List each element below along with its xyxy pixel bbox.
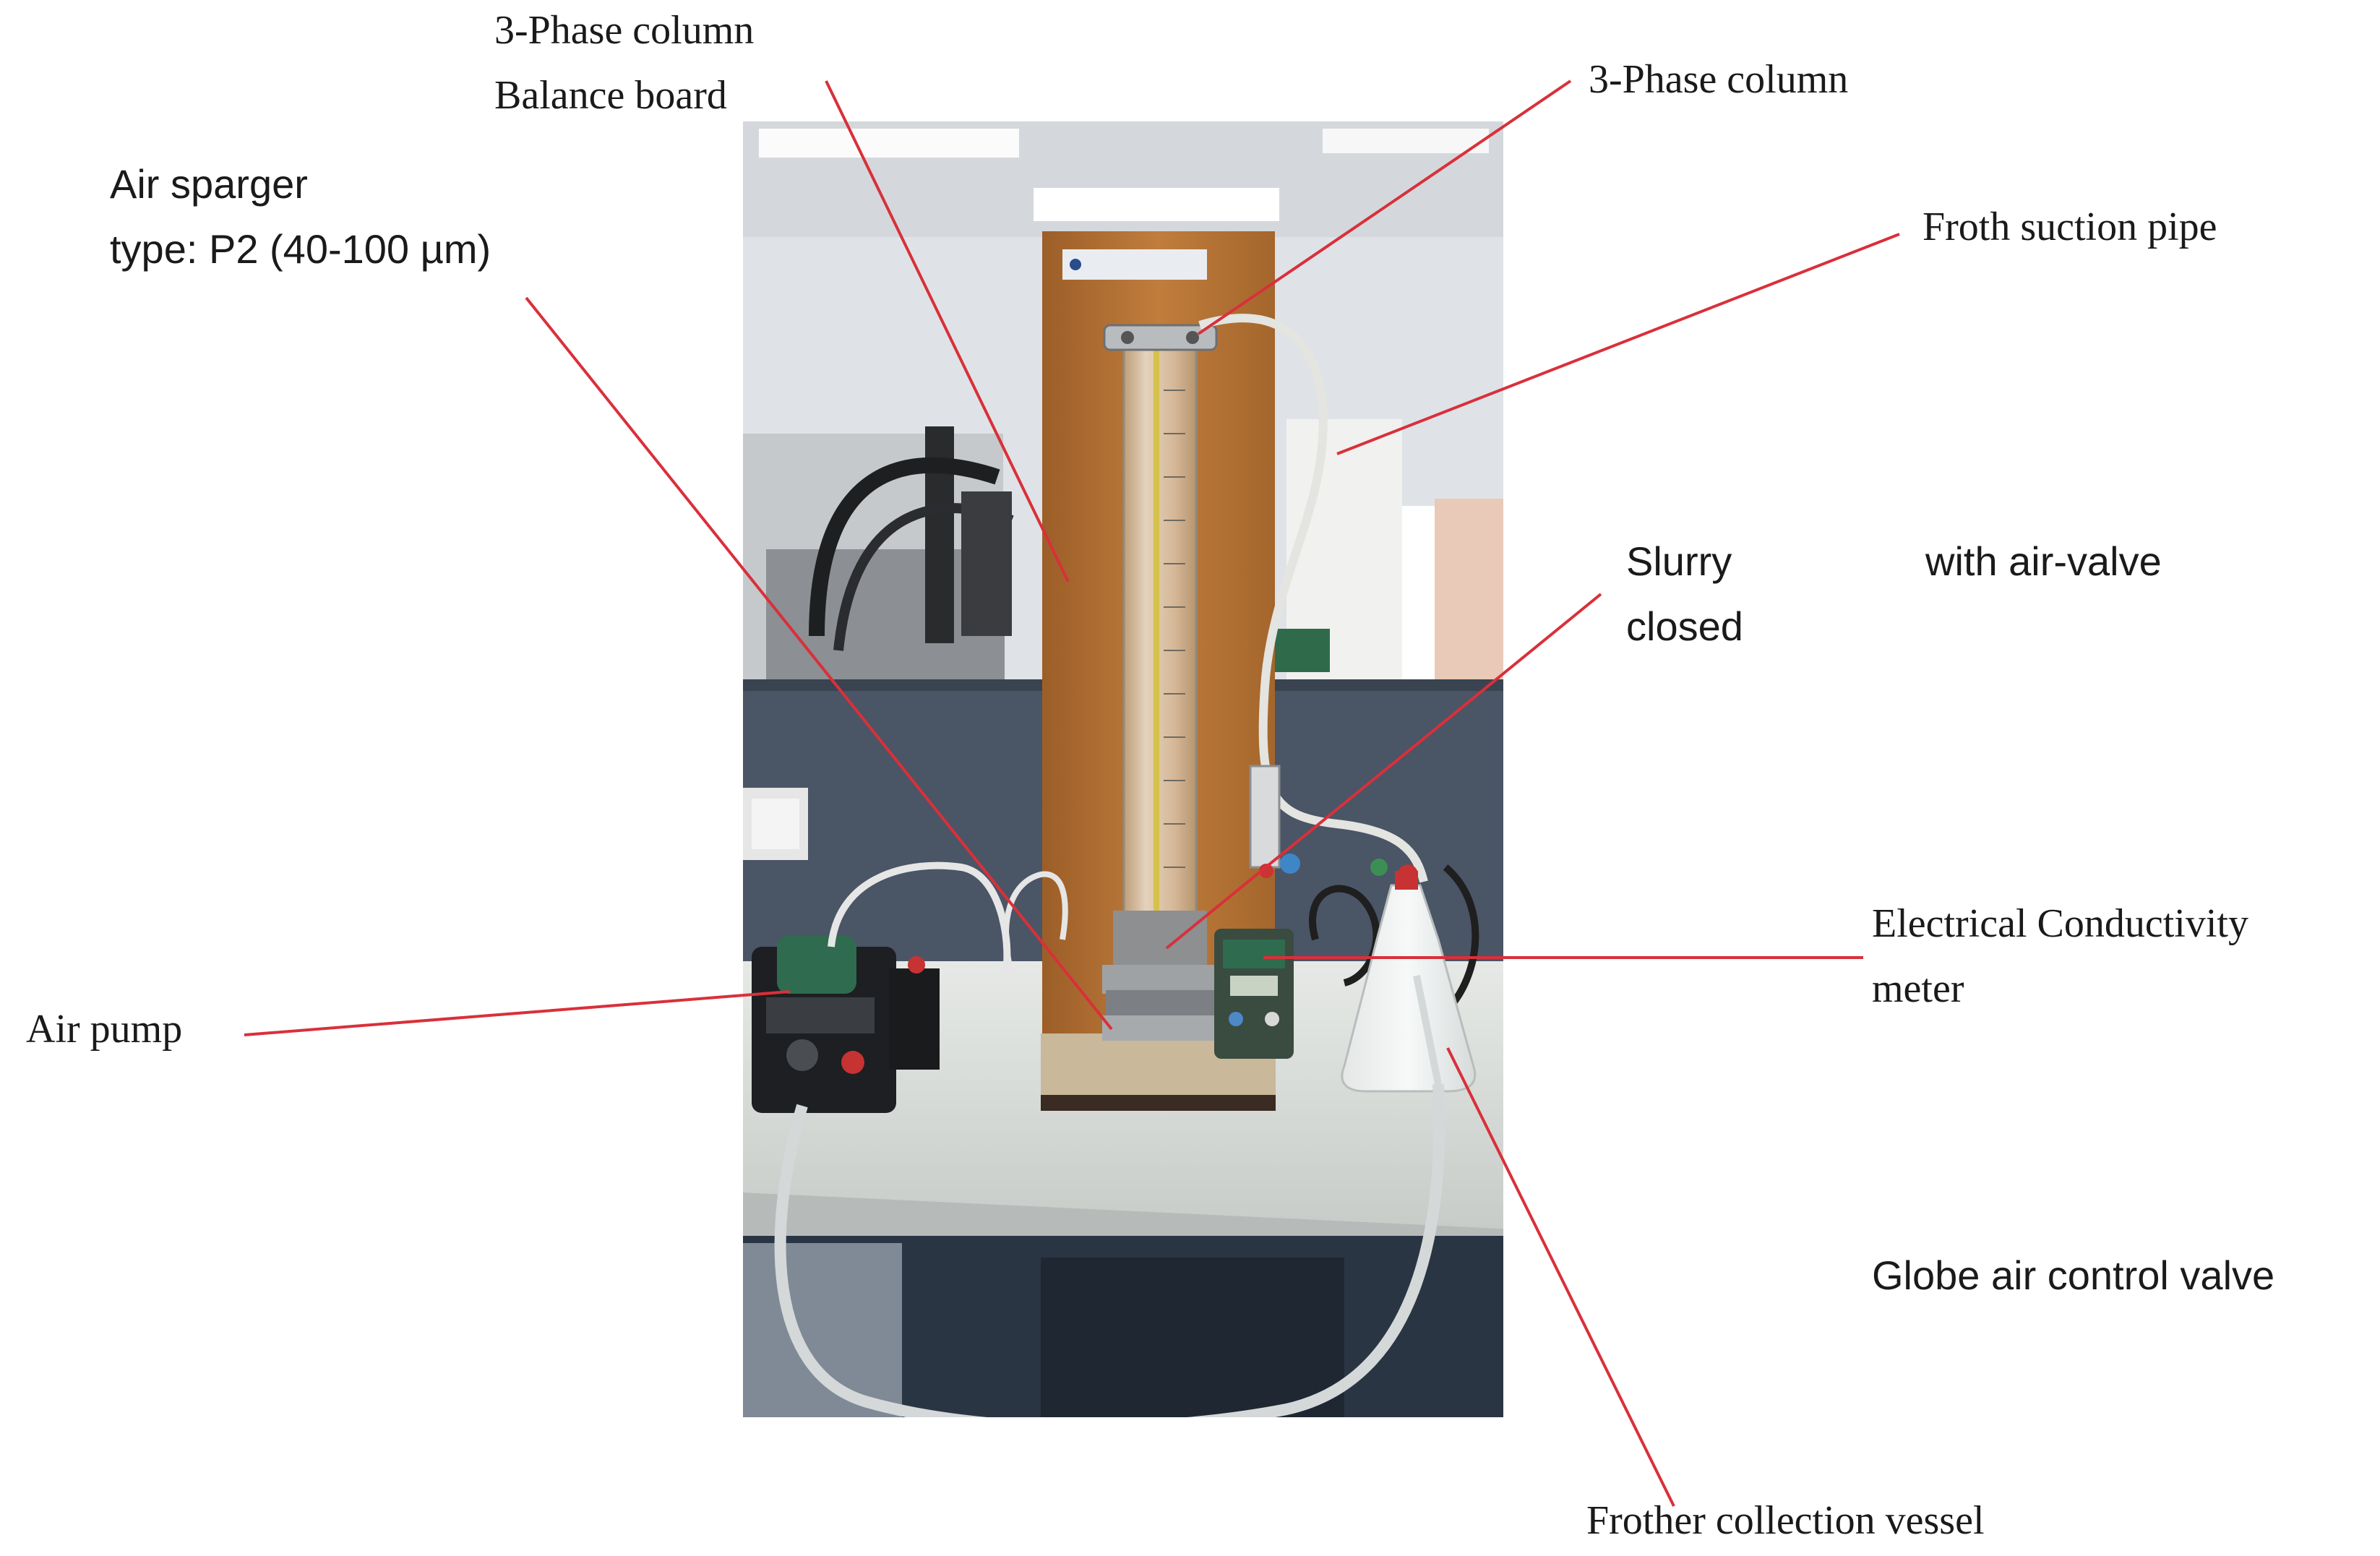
label-slurry-line2: closed [1626,603,1743,649]
label-air-sparger-line1: Air sparger [110,161,308,207]
label-globe-valve-text: Globe air control valve [1872,1252,2275,1298]
label-column-board-line2: Balance board [494,72,727,118]
label-air-pump-text: Air pump [26,1007,183,1052]
label-column-board-line1: 3-Phase column [494,8,755,53]
label-column-board: 3-Phase column Balance board [494,0,754,128]
air-valve-cylinder [1249,765,1281,869]
label-ec-meter: Electrical Conductivity meter [1872,892,2248,1021]
label-air-pump: Air pump [26,997,182,1062]
label-froth-pipe: Froth suction pipe [1923,195,2217,260]
label-froth-pipe-text: Froth suction pipe [1923,205,2217,249]
label-air-sparger-line2: type: P2 (40-100 µm) [110,225,491,272]
label-globe-valve: Globe air control valve [1872,1243,2274,1308]
label-frother-vessel-text: Frother collection vessel [1586,1498,1985,1543]
label-frother-vessel: Frother collection vessel [1586,1489,1985,1554]
label-ec-meter-line2: meter [1872,966,1964,1011]
orange-box [1435,499,1503,687]
label-slurry: Slurry closed [1626,529,1743,658]
label-air-valve: with air-valve [1925,529,2162,594]
label-ec-meter-line1: Electrical Conductivity [1872,901,2248,946]
label-slurry-line1: Slurry [1626,538,1732,584]
air-supply-hose [774,1083,1445,1417]
label-column-top: 3-Phase column [1589,48,1848,113]
slurry-chamber [1113,911,1207,968]
board-label-plate [1062,249,1207,280]
label-air-valve-text: with air-valve [1925,538,2162,584]
sparger-flange [1102,965,1218,994]
label-column-top-text: 3-Phase column [1589,57,1849,102]
three-phase-column [1122,338,1198,919]
label-air-sparger: Air sparger type: P2 (40-100 µm) [110,152,491,281]
ceiling-light [1034,188,1279,221]
